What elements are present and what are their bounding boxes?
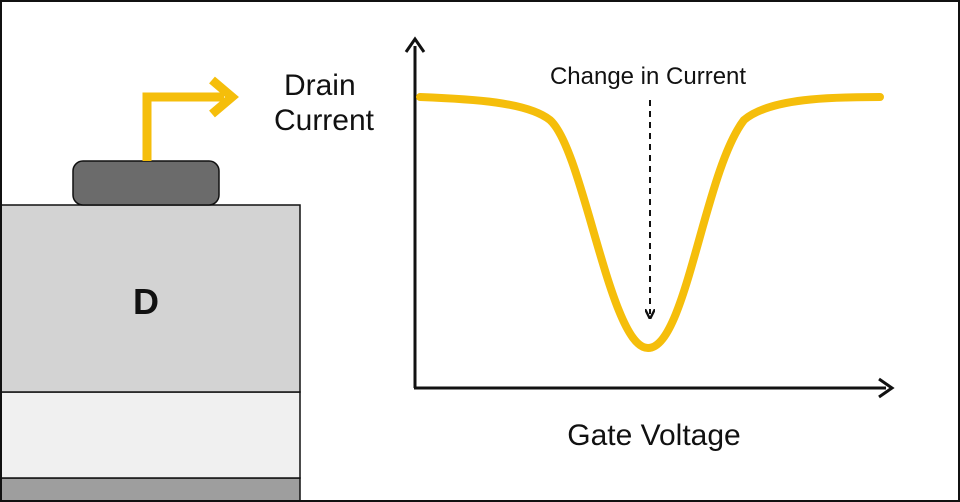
- transistor-device: D: [2, 160, 301, 500]
- y-axis-arrowhead: [404, 36, 426, 53]
- change-annotation: Change in Current: [550, 63, 746, 90]
- base-layer: [2, 477, 301, 500]
- flow-arrow-line: [142, 92, 224, 161]
- y-axis-label: Drain Current: [274, 69, 375, 137]
- device-label: D: [133, 281, 159, 322]
- x-axis-arrowhead: [878, 377, 895, 399]
- response-curve: [416, 93, 884, 352]
- device-body: [2, 204, 301, 393]
- y-axis-label-line-1: Drain: [284, 69, 356, 102]
- x-axis-label: Gate Voltage: [567, 419, 740, 452]
- current-flow-arrow: [142, 76, 239, 161]
- drain-contact: [72, 160, 220, 206]
- flow-arrow-head: [209, 76, 239, 118]
- substrate-layer: [2, 391, 301, 479]
- chart-axes: [404, 36, 895, 399]
- y-axis-label-line-2: Current: [274, 104, 375, 137]
